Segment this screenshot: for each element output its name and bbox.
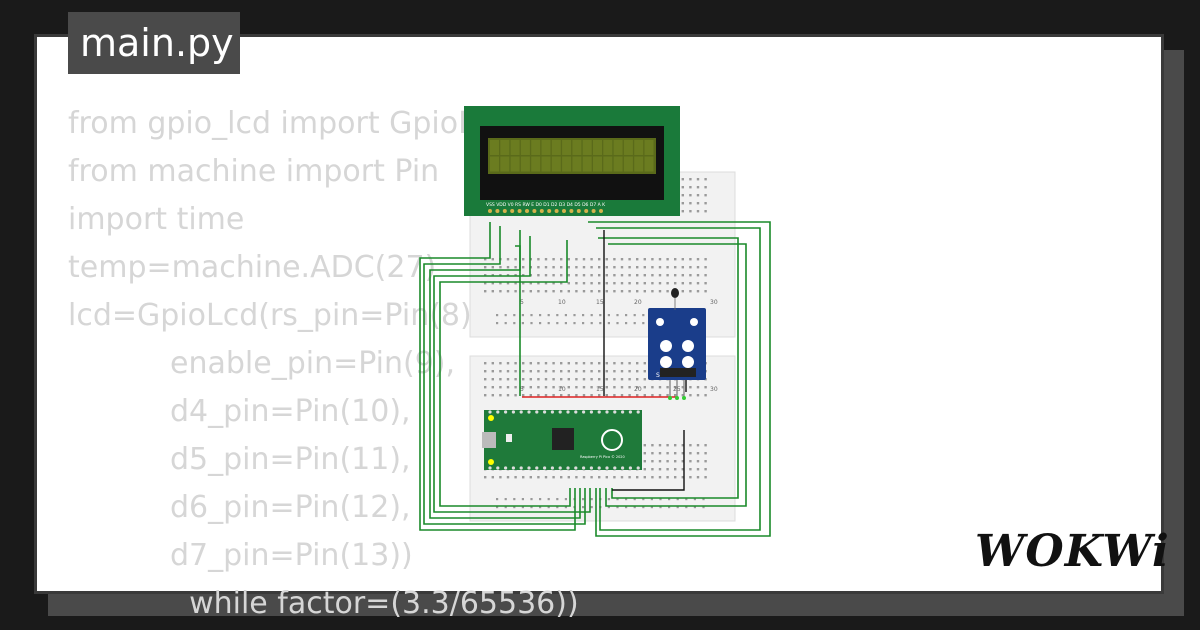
code-line: from gpio_lcd import GpioLcd: [68, 106, 511, 141]
mount-hole-icon: [656, 318, 664, 326]
pico-label: Raspberry Pi Pico © 2020: [580, 455, 625, 459]
col-label-5b: 5: [520, 386, 524, 393]
code-line: d5_pin=Pin(11),: [170, 442, 411, 477]
code-line: d7_pin=Pin(13)): [170, 538, 413, 573]
code-line: d4_pin=Pin(10),: [170, 394, 411, 429]
code-line: lcd=GpioLcd(rs_pin=Pin(8),: [68, 298, 482, 333]
ground-wires: [603, 230, 687, 491]
code-line: import time: [68, 202, 245, 237]
col-label-15: 15: [596, 299, 604, 306]
rp2040-chip: [552, 428, 574, 450]
thermistor-icon: [671, 288, 679, 298]
raspberry-logo-icon: [601, 429, 623, 451]
code-line: d6_pin=Pin(12),: [170, 490, 411, 525]
code-line: from machine import Pin: [68, 154, 440, 189]
file-tab-label: main.py: [80, 21, 234, 65]
code-line: enable_pin=Pin(9),: [170, 346, 456, 381]
code-line: temp=machine.ADC(27): [68, 250, 437, 285]
lcd-pin-labels: VSS VDD V0 RS RW E D0 D1 D2 D3 D4 D5 D6 …: [486, 202, 606, 208]
col-label-15b: 15: [596, 386, 604, 393]
col-label-20b: 20: [634, 386, 642, 393]
col-label-10: 10: [558, 299, 566, 306]
col-label-5: 5: [520, 299, 524, 306]
mount-hole-icon: [690, 318, 698, 326]
col-label-20: 20: [634, 299, 642, 306]
wokwi-logo: WOKWi: [975, 526, 1170, 577]
col-label-30b: 30: [710, 386, 718, 393]
col-label-10b: 10: [558, 386, 566, 393]
wire-group: [419, 221, 771, 537]
sensor-pin-s: S: [656, 372, 660, 379]
file-tab[interactable]: main.py: [68, 12, 240, 74]
col-label-30: 30: [710, 299, 718, 306]
code-line: while factor=(3.3/65536)): [170, 586, 579, 621]
code-preview: from gpio_lcd import GpioLcd from machine…: [68, 100, 579, 628]
usb-port-icon: [482, 432, 496, 448]
